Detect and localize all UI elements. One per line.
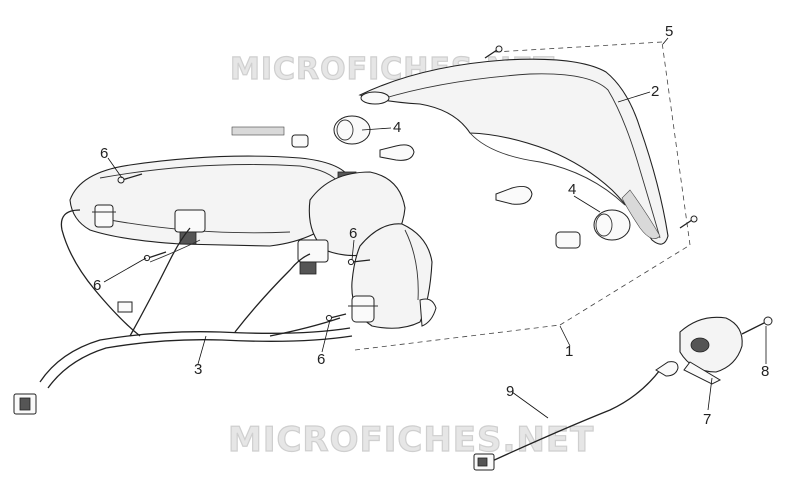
- screw-5-top: [484, 45, 503, 59]
- callout-6-mid-right: 6: [349, 225, 358, 242]
- callout-2: 2: [651, 83, 660, 100]
- callout-6-lower: 6: [317, 351, 326, 368]
- callout-5: 5: [665, 23, 674, 40]
- callout-8: 8: [761, 363, 770, 380]
- cover-tab: [360, 91, 390, 105]
- rear-cover-part: [358, 58, 669, 245]
- screw-6-mid-left: [143, 251, 167, 262]
- screw-8: [741, 316, 773, 335]
- callout-3: 3: [194, 361, 203, 378]
- socket-d: [348, 295, 378, 323]
- callout-6-mid-left: 6: [93, 277, 102, 294]
- screw-6-lower: [325, 313, 347, 322]
- callout-7: 7: [703, 411, 712, 428]
- left-lamp-housing: [69, 155, 351, 247]
- license-plate-light: [679, 316, 743, 385]
- wiring-harness: [13, 209, 353, 415]
- callout-6-upper: 6: [100, 145, 109, 162]
- callout-4-lower: 4: [568, 181, 577, 198]
- callout-9: 9: [506, 383, 515, 400]
- screw-5-bottom: [679, 215, 698, 229]
- gasket-strip: [231, 126, 285, 136]
- assembly-boundary: [354, 41, 691, 351]
- screw-6-upper: [117, 173, 143, 184]
- bulb-lower: [495, 186, 533, 205]
- bulb-socket-lower: [555, 209, 631, 249]
- bulb-upper: [379, 144, 415, 161]
- bulb-socket-upper: [291, 115, 371, 148]
- callout-1: 1: [565, 343, 574, 360]
- socket-c: [297, 239, 329, 275]
- socket-a: [92, 204, 116, 228]
- screw-6-mid-right: [347, 258, 371, 266]
- callout-4-upper: 4: [393, 119, 402, 136]
- watermark-bottom: MICROFICHES.NET: [227, 419, 595, 460]
- harness-clip: [117, 301, 133, 313]
- license-light-cable: [473, 361, 679, 471]
